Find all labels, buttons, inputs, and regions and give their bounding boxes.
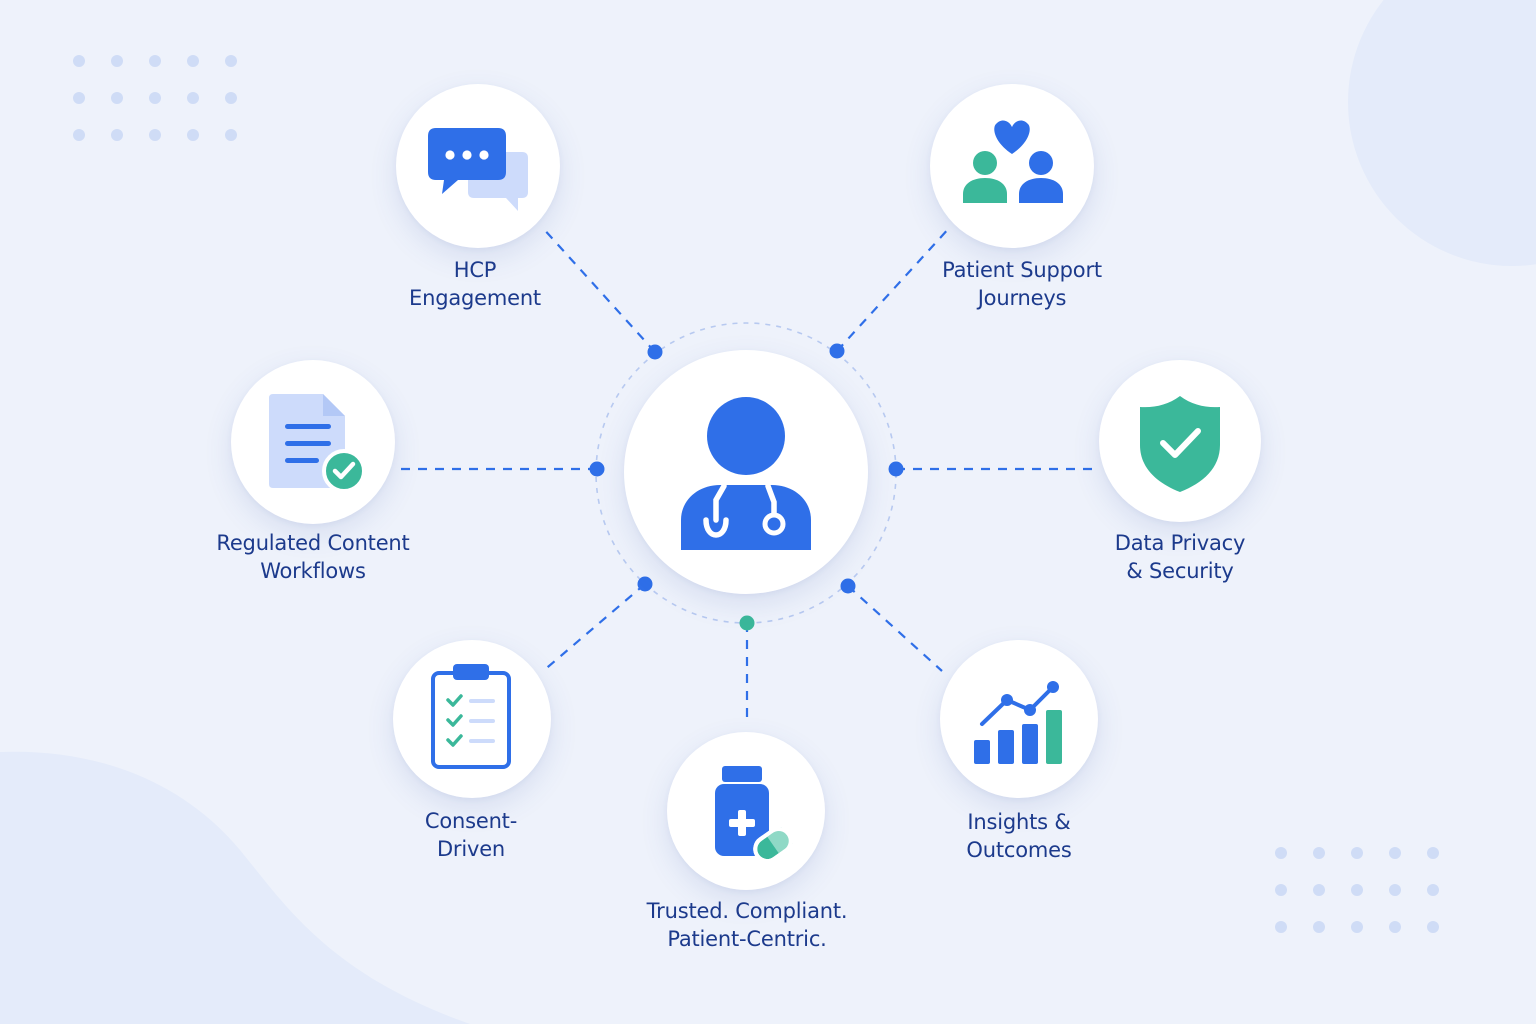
connector-dot <box>589 461 605 477</box>
node-hcp-engagement[interactable] <box>396 84 560 248</box>
connector-insights <box>847 585 943 672</box>
growth-chart-icon <box>974 681 1062 764</box>
chat-bubbles-icon <box>428 128 528 211</box>
medicine-bottle-pill-icon <box>715 766 793 864</box>
label-patient-support-journeys: Patient Support Journeys <box>942 258 1102 310</box>
dot-grid-top-left <box>73 55 237 141</box>
top-right-blob <box>1348 0 1536 266</box>
doctor-stethoscope-icon <box>681 397 811 550</box>
connector-dot <box>739 615 755 631</box>
label-regulated-content-workflows: Regulated Content Workflows <box>216 531 410 583</box>
node-insights-outcomes[interactable] <box>940 640 1098 798</box>
center-node <box>624 350 868 594</box>
label-consent-driven: Consent- Driven <box>424 809 518 861</box>
label-insights-outcomes: Insights & Outcomes <box>966 810 1072 862</box>
node-trusted-compliant[interactable] <box>667 732 825 890</box>
clipboard-checklist-icon <box>431 664 511 769</box>
node-consent-driven[interactable] <box>393 640 551 798</box>
bottom-left-blob <box>0 751 470 1024</box>
people-heart-icon <box>963 120 1063 203</box>
connector-dots <box>589 343 904 631</box>
connector-dot <box>647 344 663 360</box>
connector-hcp <box>540 225 656 353</box>
node-data-privacy-security[interactable] <box>1099 360 1261 522</box>
shield-check-icon <box>1140 396 1220 492</box>
document-check-icon <box>269 394 366 493</box>
label-trusted-compliant: Trusted. Compliant. Patient-Centric. <box>646 899 848 951</box>
node-regulated-content-workflows[interactable] <box>231 360 395 524</box>
node-patient-support-journeys[interactable] <box>930 84 1094 248</box>
connector-consent <box>541 583 646 673</box>
connector-dot <box>637 576 653 592</box>
connector-dot <box>840 578 856 594</box>
label-data-privacy-security: Data Privacy & Security <box>1114 531 1246 583</box>
label-hcp-engagement: HCP Engagement <box>409 258 541 310</box>
dot-grid-bottom-right <box>1275 847 1439 933</box>
connector-patient-support <box>836 225 952 352</box>
connector-dot <box>888 461 904 477</box>
connector-lines <box>400 225 1098 722</box>
connector-dot <box>829 343 845 359</box>
